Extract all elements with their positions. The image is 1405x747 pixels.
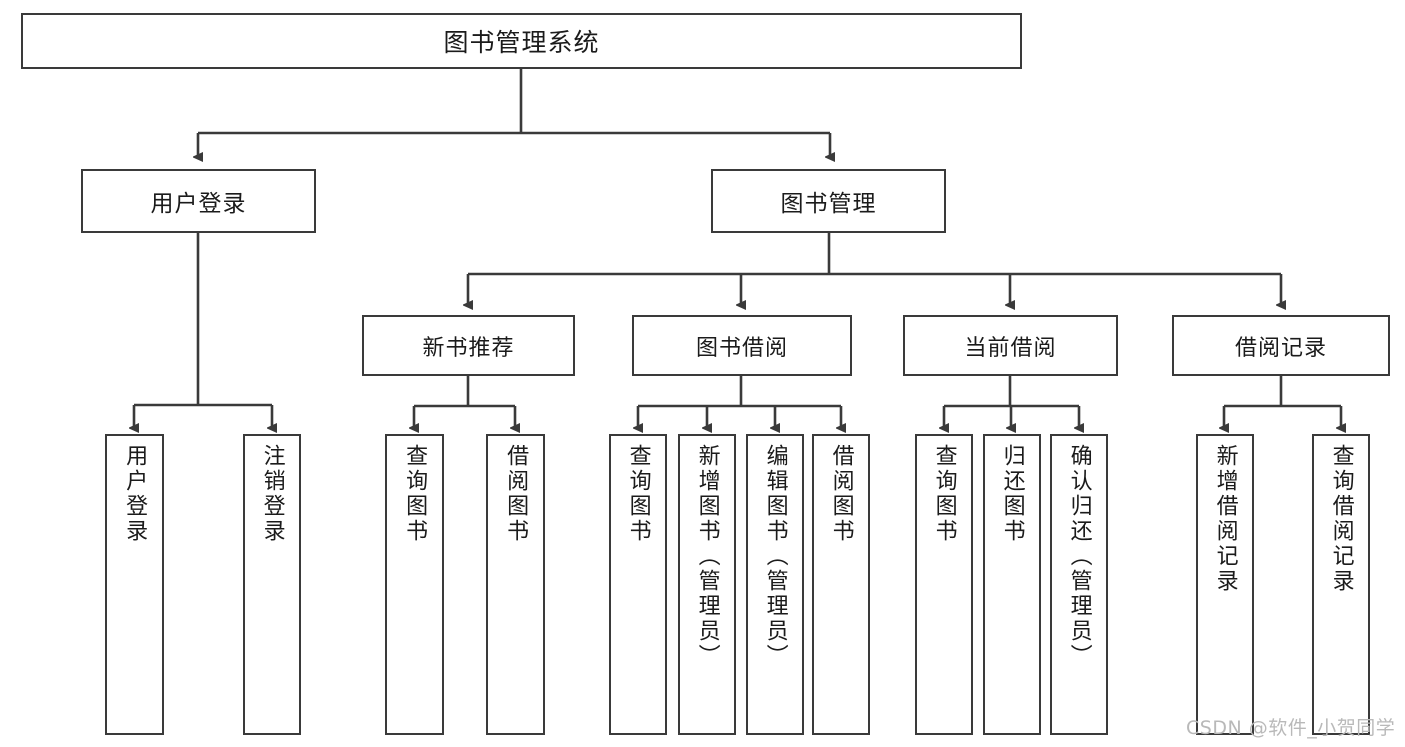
leaf-current-borrow-query[interactable]: 查询图书 — [915, 434, 973, 735]
node-user-login-label: 用户登录 — [150, 191, 247, 217]
node-book-management[interactable]: 图书管理 — [711, 169, 946, 233]
leaf-current-borrow-confirm-return[interactable]: 确认归还（管理员） — [1050, 434, 1108, 735]
leaf-label: 查询图书 — [402, 444, 428, 544]
leaf-label: 借阅图书 — [503, 444, 529, 544]
leaf-label: 新增图书（管理员） — [694, 444, 720, 669]
leaf-label: 确认归还（管理员） — [1066, 444, 1092, 669]
node-book-borrow[interactable]: 图书借阅 — [632, 315, 852, 376]
leaf-new-book-borrow[interactable]: 借阅图书 — [486, 434, 545, 735]
leaf-borrow-records-add[interactable]: 新增借阅记录 — [1196, 434, 1254, 735]
leaf-user-login-login[interactable]: 用户登录 — [105, 434, 164, 735]
leaf-book-borrow-borrow[interactable]: 借阅图书 — [812, 434, 870, 735]
leaf-book-borrow-query[interactable]: 查询图书 — [609, 434, 667, 735]
leaf-current-borrow-return[interactable]: 归还图书 — [983, 434, 1041, 735]
node-root-label: 图书管理系统 — [443, 28, 600, 57]
leaf-label: 借阅图书 — [828, 444, 854, 544]
leaf-label: 编辑图书（管理员） — [762, 444, 788, 669]
node-book-management-label: 图书管理 — [780, 191, 877, 217]
watermark: CSDN @软件_小贺同学 — [1186, 717, 1396, 739]
node-root[interactable]: 图书管理系统 — [21, 13, 1022, 69]
leaf-borrow-records-query[interactable]: 查询借阅记录 — [1312, 434, 1370, 735]
node-user-login[interactable]: 用户登录 — [81, 169, 316, 233]
leaf-label: 查询借阅记录 — [1328, 444, 1354, 594]
node-borrow-records-label: 借阅记录 — [1234, 335, 1327, 361]
leaf-label: 注销登录 — [259, 444, 285, 544]
leaf-label: 新增借阅记录 — [1212, 444, 1238, 594]
leaf-label: 归还图书 — [999, 444, 1025, 544]
leaf-label: 查询图书 — [625, 444, 651, 544]
node-current-borrow[interactable]: 当前借阅 — [903, 315, 1118, 376]
leaf-book-borrow-edit[interactable]: 编辑图书（管理员） — [746, 434, 804, 735]
leaf-book-borrow-add[interactable]: 新增图书（管理员） — [678, 434, 736, 735]
leaf-label: 用户登录 — [122, 444, 148, 544]
leaf-new-book-query[interactable]: 查询图书 — [385, 434, 444, 735]
leaf-user-login-logout[interactable]: 注销登录 — [243, 434, 301, 735]
node-new-book-recommend-label: 新书推荐 — [422, 335, 515, 361]
node-borrow-records[interactable]: 借阅记录 — [1172, 315, 1390, 376]
node-new-book-recommend[interactable]: 新书推荐 — [362, 315, 575, 376]
node-current-borrow-label: 当前借阅 — [964, 335, 1057, 361]
leaf-label: 查询图书 — [931, 444, 957, 544]
node-book-borrow-label: 图书借阅 — [695, 335, 788, 361]
